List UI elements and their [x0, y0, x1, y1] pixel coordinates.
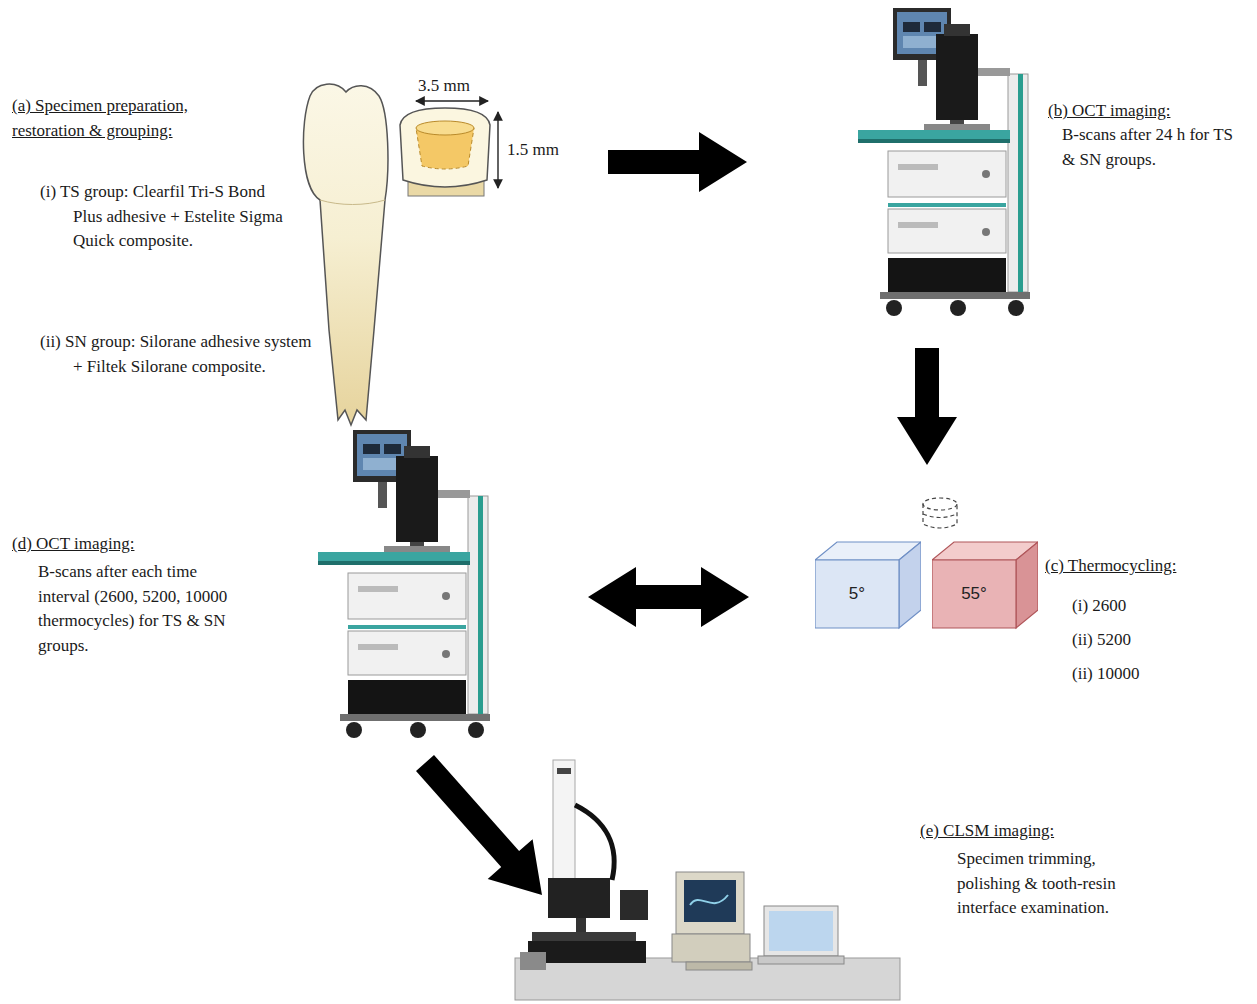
clsm-device [515, 760, 900, 1000]
cube-face [1016, 542, 1038, 628]
water-bath: 55° [932, 540, 1038, 630]
stage-c: (c) Thermocycling: (i) 2600 (ii) 5200 (ii) … [752, 468, 1202, 700]
double-block-arrow [588, 567, 749, 627]
stage-d: (d) OCT imaging: B-scans after each time … [10, 430, 585, 760]
dimension-label: 3.5 mm [418, 76, 470, 96]
cycle-count: (ii) 5200 [1072, 628, 1182, 653]
bath-cube [815, 540, 921, 630]
specimen-drawing [400, 108, 490, 196]
stage-description: B-scans after 24 h for TS & SN groups. [1062, 123, 1240, 172]
stage-heading: (a) Specimen preparation, restoration & … [12, 94, 192, 143]
temperature-label: 5° [815, 582, 899, 607]
stage-b: (b) OCT imaging:B-scans after 24 h for T… [750, 5, 1257, 345]
stage-e: (e) CLSM imaging: Specimen trimming, poli… [545, 755, 1245, 1000]
block-arrow [608, 132, 747, 192]
block-arrow [416, 755, 542, 895]
cycle-count: (i) 2600 [1072, 594, 1182, 619]
dimension-label: 1.5 mm [507, 140, 559, 160]
tooth-drawing [303, 84, 388, 425]
stage-a: (a) Specimen preparation, restoration & … [10, 80, 605, 410]
group-item: (ii) SN group: Silorane adhesive system … [40, 330, 325, 379]
cube-face [899, 542, 921, 628]
stage-heading: (d) OCT imaging: [12, 532, 212, 557]
group-item: (i) TS group: Clearfil Tri-S Bond Plus a… [40, 180, 290, 254]
temperature-label: 55° [932, 582, 1016, 607]
cube-face [815, 560, 899, 628]
oct-device [858, 8, 1030, 316]
cube-face [932, 560, 1016, 628]
oct-device [318, 430, 490, 738]
stage-description: B-scans after each time interval (2600, … [38, 560, 230, 659]
stage-heading: (c) Thermocycling: [1045, 554, 1195, 579]
stage-heading: (e) CLSM imaging: [920, 819, 1120, 844]
block-arrow [897, 348, 957, 465]
dimension-line [416, 100, 488, 101]
stage-description: Specimen trimming, polishing & tooth-res… [957, 847, 1137, 921]
cycle-count: (ii) 10000 [1072, 662, 1182, 687]
stage-heading: (b) OCT imaging: [1048, 99, 1248, 124]
water-bath: 5° [815, 540, 921, 630]
dimension-line [497, 112, 498, 188]
specimen-cylinder [923, 498, 957, 528]
